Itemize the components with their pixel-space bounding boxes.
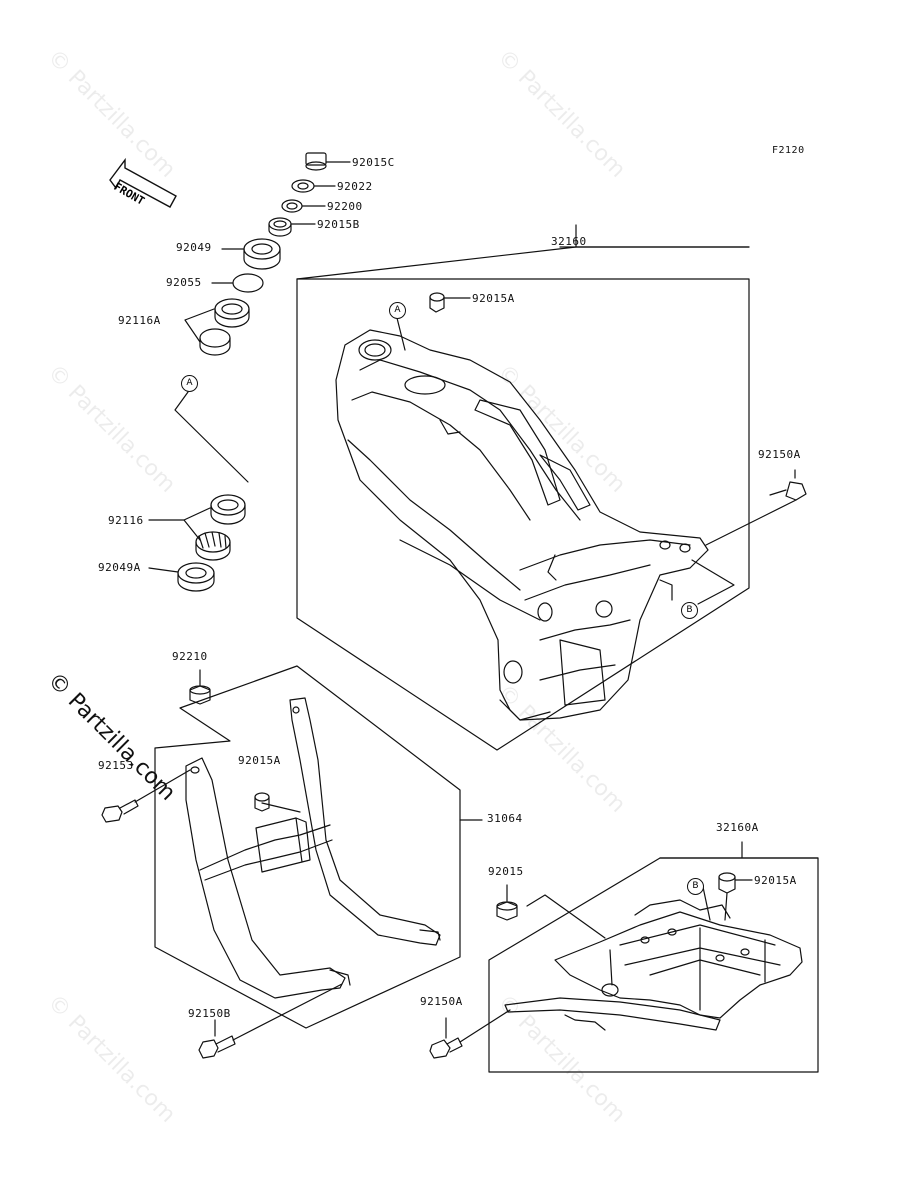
steering-stack-parts <box>174 152 327 592</box>
bolt-92150A-bottom <box>429 1009 511 1059</box>
bolt-92153 <box>101 769 191 823</box>
bolt-92015A-mid <box>254 792 301 813</box>
part-number-label: 92116A <box>118 314 161 327</box>
callout-b-frame: B <box>681 602 698 619</box>
part-number-label: 92015C <box>352 156 395 169</box>
bolt-92015A-top <box>429 292 471 313</box>
figure-code: F2120 <box>772 145 805 156</box>
bracket-group-outline <box>154 665 461 1029</box>
part-number-label: 92055 <box>166 276 202 289</box>
callout-b-subframe: B <box>687 878 704 895</box>
bolt-92015A-bottom <box>718 872 753 921</box>
part-number-label: 92116 <box>108 514 144 527</box>
bolt-92150B <box>198 983 343 1059</box>
callout-a-stack: A <box>181 375 198 392</box>
bolt-92150A-right <box>705 469 807 546</box>
part-number-label: 92150B <box>188 1007 231 1020</box>
footrest-bracket <box>185 697 441 999</box>
front-arrow-icon <box>109 157 177 208</box>
part-number-label: 92015A <box>472 292 515 305</box>
part-number-label: 92153 <box>98 759 134 772</box>
part-number-label: 92200 <box>327 200 363 213</box>
nut-92015 <box>496 884 606 939</box>
part-number-label: 92150A <box>420 995 463 1008</box>
main-frame <box>335 329 709 721</box>
nut-92210 <box>189 669 211 705</box>
part-number-label: 31064 <box>487 812 523 825</box>
part-number-label: 92015 <box>488 865 524 878</box>
part-number-label: 92049 <box>176 241 212 254</box>
part-number-label: 92015A <box>754 874 797 887</box>
part-number-label: 92015A <box>238 754 281 767</box>
part-number-label: 92049A <box>98 561 141 574</box>
part-number-label: 92022 <box>337 180 373 193</box>
part-number-label: 92150A <box>758 448 801 461</box>
callout-a-frame: A <box>389 302 406 319</box>
sub-frame <box>504 899 803 1031</box>
part-number-label: 32160A <box>716 821 759 834</box>
part-number-label: 92015B <box>317 218 360 231</box>
part-number-label: 92210 <box>172 650 208 663</box>
part-number-label: 32160 <box>551 235 587 248</box>
frame-group-outline <box>296 224 750 751</box>
